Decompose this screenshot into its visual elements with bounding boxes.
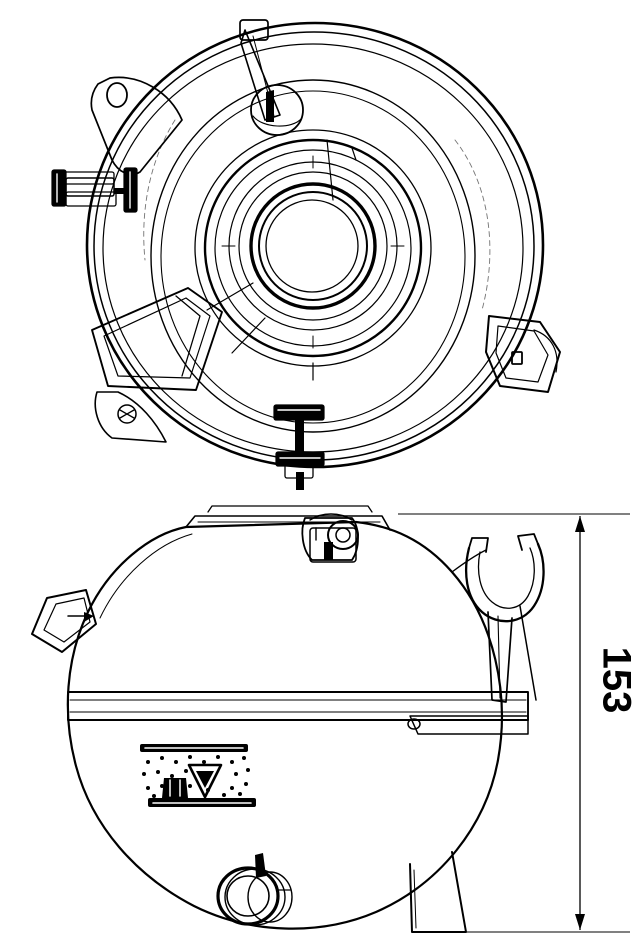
- connector-right: [485, 315, 561, 393]
- vent-tube-top: [239, 19, 304, 136]
- dimension-height: [398, 513, 630, 933]
- inner-shoulder: [150, 79, 476, 433]
- top-view: [51, 19, 561, 490]
- t-clip-left: [51, 167, 138, 213]
- warning-label: [140, 744, 256, 807]
- spray-dots: [142, 755, 250, 798]
- front-view: [31, 505, 545, 933]
- outlet-port-left: [31, 589, 97, 653]
- mounting-foot-lower-left: [94, 391, 167, 443]
- outlet-spout-lower-left: [91, 287, 223, 391]
- retainer-clip-right: [451, 533, 545, 703]
- filler-neck-bore: [249, 182, 377, 310]
- screw-boss-lower-left: [117, 404, 137, 424]
- tank-body: [66, 520, 503, 930]
- filler-neck: [194, 129, 432, 381]
- mounting-hole-oval: [106, 82, 128, 108]
- arrowhead-top: [575, 516, 585, 532]
- parting-seam-band: [67, 691, 529, 735]
- cap-knob: [327, 520, 359, 550]
- dimension-value-height: 153: [594, 647, 638, 714]
- mounting-foot-bottom-right: [409, 851, 467, 933]
- seam-lug: [407, 718, 421, 730]
- arrowhead-bottom: [575, 914, 585, 930]
- connector-keyway: [511, 351, 523, 365]
- warning-triangle-icon: [187, 763, 223, 799]
- construction-lines: [143, 119, 491, 311]
- decal-glyph: [162, 778, 188, 798]
- cap-fitting-top: [301, 513, 359, 563]
- drain-port-bottom: [216, 853, 293, 926]
- t-clip-bottom: [273, 404, 325, 490]
- vent-boss: [250, 84, 304, 136]
